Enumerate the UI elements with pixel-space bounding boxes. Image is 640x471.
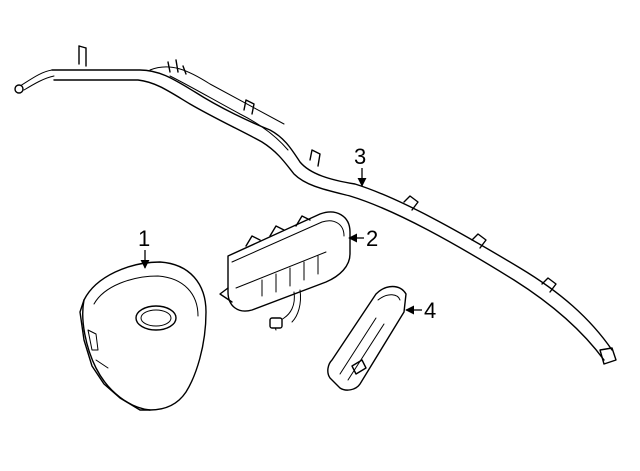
knee-airbag-part[interactable] bbox=[327, 285, 407, 391]
callout-3: 3 bbox=[354, 144, 367, 187]
callout-4: 4 bbox=[405, 298, 436, 323]
svg-text:1: 1 bbox=[138, 226, 150, 251]
driver-airbag-part[interactable] bbox=[79, 261, 207, 411]
svg-text:3: 3 bbox=[354, 144, 366, 169]
passenger-airbag-part[interactable] bbox=[219, 211, 351, 331]
callout-2: 2 bbox=[348, 226, 378, 251]
svg-text:4: 4 bbox=[424, 298, 436, 323]
svg-text:2: 2 bbox=[366, 226, 378, 251]
curtain-airbag-part[interactable] bbox=[14, 45, 617, 365]
callout-1: 1 bbox=[138, 226, 150, 269]
